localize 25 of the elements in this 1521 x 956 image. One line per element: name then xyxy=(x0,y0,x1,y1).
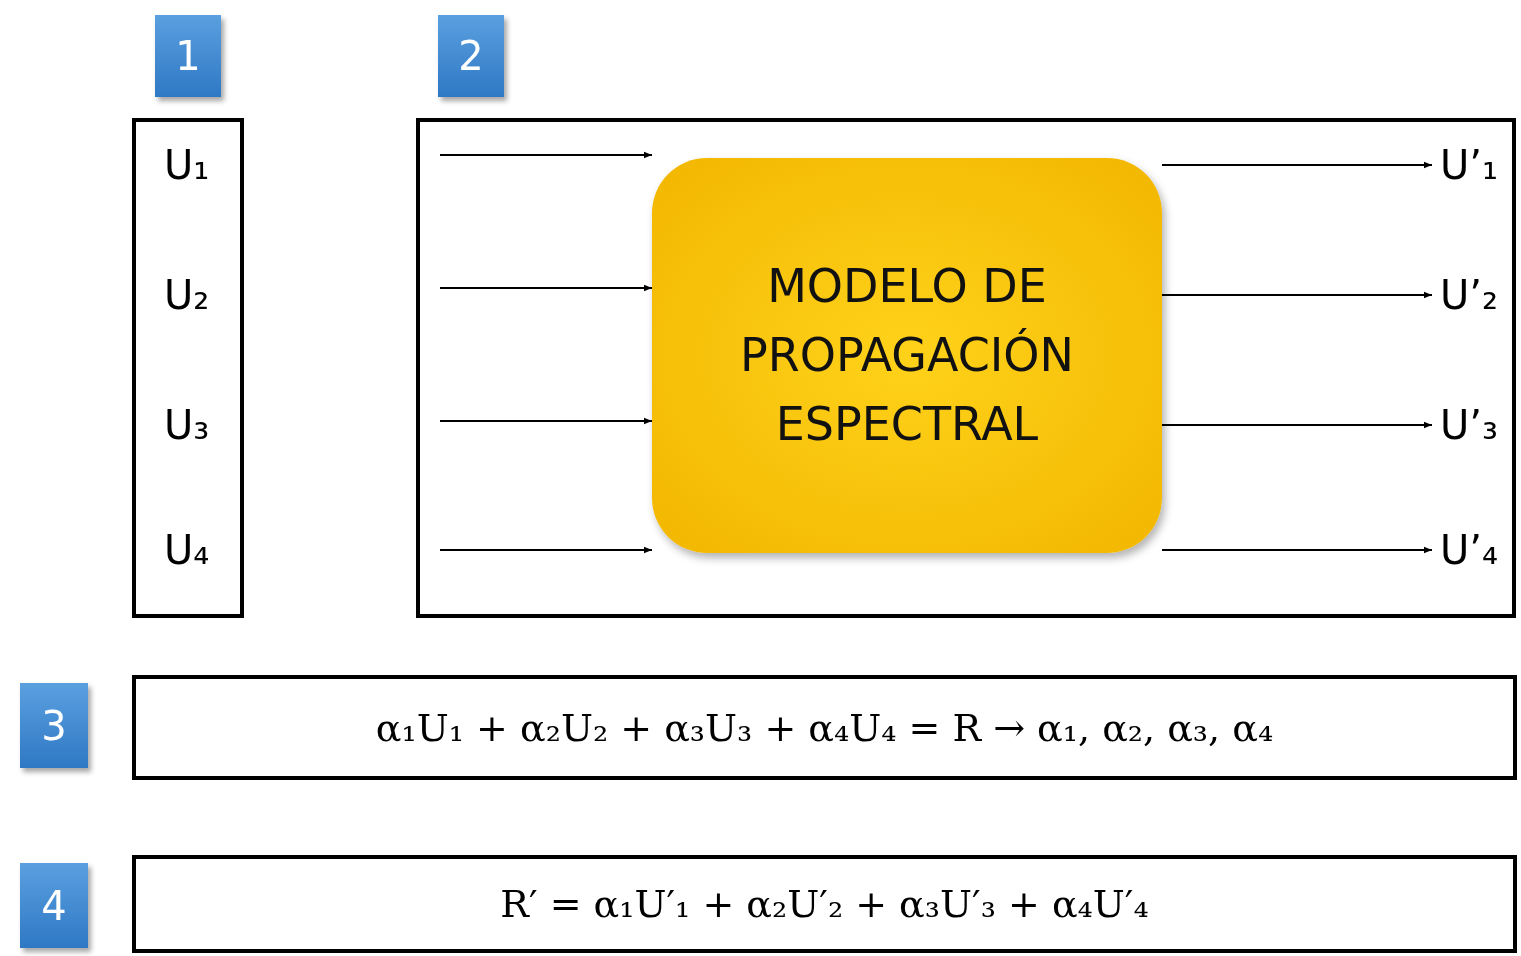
arrow xyxy=(1161,161,1433,169)
model-frame xyxy=(416,118,1516,618)
input-label: U₂ xyxy=(164,272,210,318)
equation-box: α₁U₁ + α₂U₂ + α₃U₃ + α₄U₄ = R → α₁, α₂, α₃, α₄ xyxy=(132,675,1517,780)
input-box xyxy=(132,118,244,618)
number-badge: 1 xyxy=(155,15,221,97)
model-box: MODELO DE PROPAGACIÓN ESPECTRAL xyxy=(652,158,1162,553)
input-label: U₄ xyxy=(164,527,210,573)
output-label: U’₁ xyxy=(1440,142,1499,188)
arrow xyxy=(1161,291,1433,299)
number-badge: 4 xyxy=(20,863,88,948)
arrow xyxy=(439,417,653,425)
output-label: U’₃ xyxy=(1440,402,1499,448)
arrow xyxy=(1161,546,1433,554)
number-badge: 3 xyxy=(20,683,88,768)
arrow xyxy=(1161,421,1433,429)
output-label: U’₄ xyxy=(1440,527,1499,573)
input-label: U₃ xyxy=(164,402,210,448)
output-label: U’₂ xyxy=(1440,272,1499,318)
arrow xyxy=(439,546,653,554)
number-badge: 2 xyxy=(438,15,504,97)
equation-box: R′ = α₁U′₁ + α₂U′₂ + α₃U′₃ + α₄U′₄ xyxy=(132,855,1517,953)
input-label: U₁ xyxy=(164,142,210,188)
arrow xyxy=(439,151,653,159)
arrow xyxy=(439,284,653,292)
